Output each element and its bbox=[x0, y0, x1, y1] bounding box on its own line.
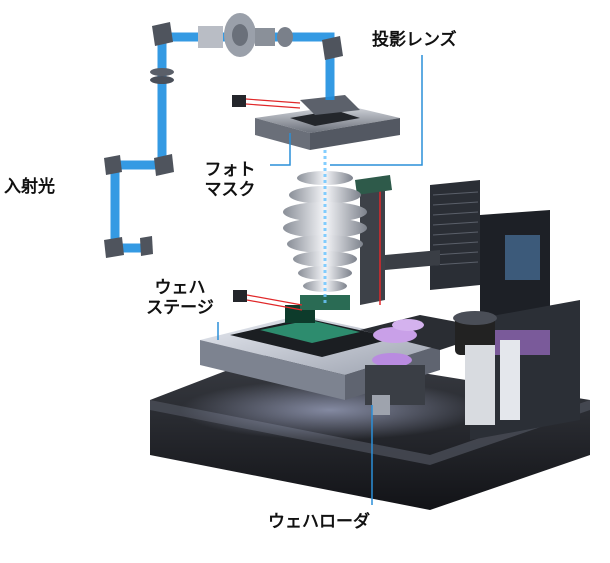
control-tower bbox=[430, 180, 580, 440]
wafer-stage-label: ウェハ ステージ bbox=[140, 278, 220, 318]
incident-light-label: 入射光 bbox=[4, 177, 55, 197]
photomask-label: フォト マスク bbox=[195, 160, 265, 200]
wafer-stage-label-line1: ウェハ bbox=[154, 278, 206, 298]
optics bbox=[104, 13, 343, 258]
laser-beams bbox=[232, 95, 303, 311]
photomask-label-line2: マスク bbox=[204, 180, 256, 200]
projection-lens-label: 投影レンズ bbox=[372, 30, 457, 50]
photomask bbox=[255, 95, 400, 150]
wafer-stage-label-line2: ステージ bbox=[146, 298, 214, 318]
wafer-loader-label: ウェハローダ bbox=[268, 512, 370, 532]
lens-column-frame bbox=[355, 175, 440, 305]
photomask-label-line1: フォト bbox=[204, 160, 256, 180]
leader-lines bbox=[217, 55, 423, 505]
